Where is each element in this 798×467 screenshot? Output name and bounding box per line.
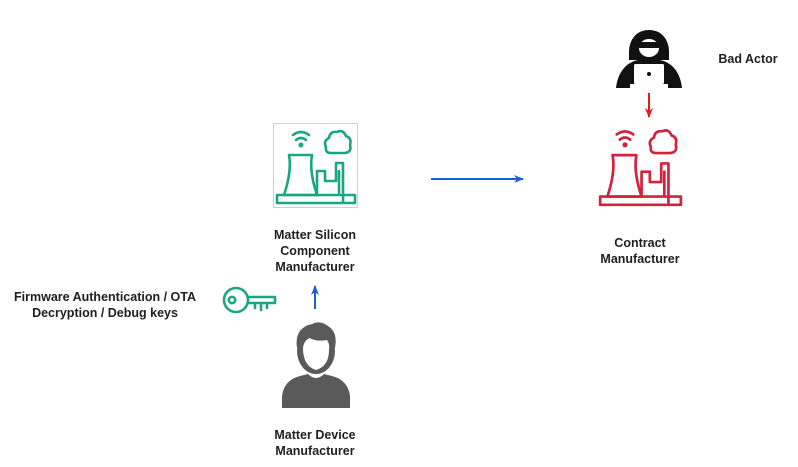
contract-factory-icon bbox=[598, 129, 683, 207]
silicon-manufacturer-label: Matter Silicon Component Manufacturer bbox=[274, 228, 356, 274]
bad-actor-label: Bad Actor bbox=[718, 52, 778, 66]
contract-manufacturer-label: Contract Manufacturer bbox=[600, 236, 680, 266]
person-icon bbox=[282, 322, 350, 408]
keys-label: Firmware Authentication / OTA Decryption… bbox=[14, 290, 196, 320]
key-icon bbox=[222, 286, 277, 314]
device-manufacturer-label: Matter Device Manufacturer bbox=[274, 428, 356, 458]
hacker-icon bbox=[616, 30, 682, 88]
silicon-factory-icon bbox=[273, 123, 358, 208]
